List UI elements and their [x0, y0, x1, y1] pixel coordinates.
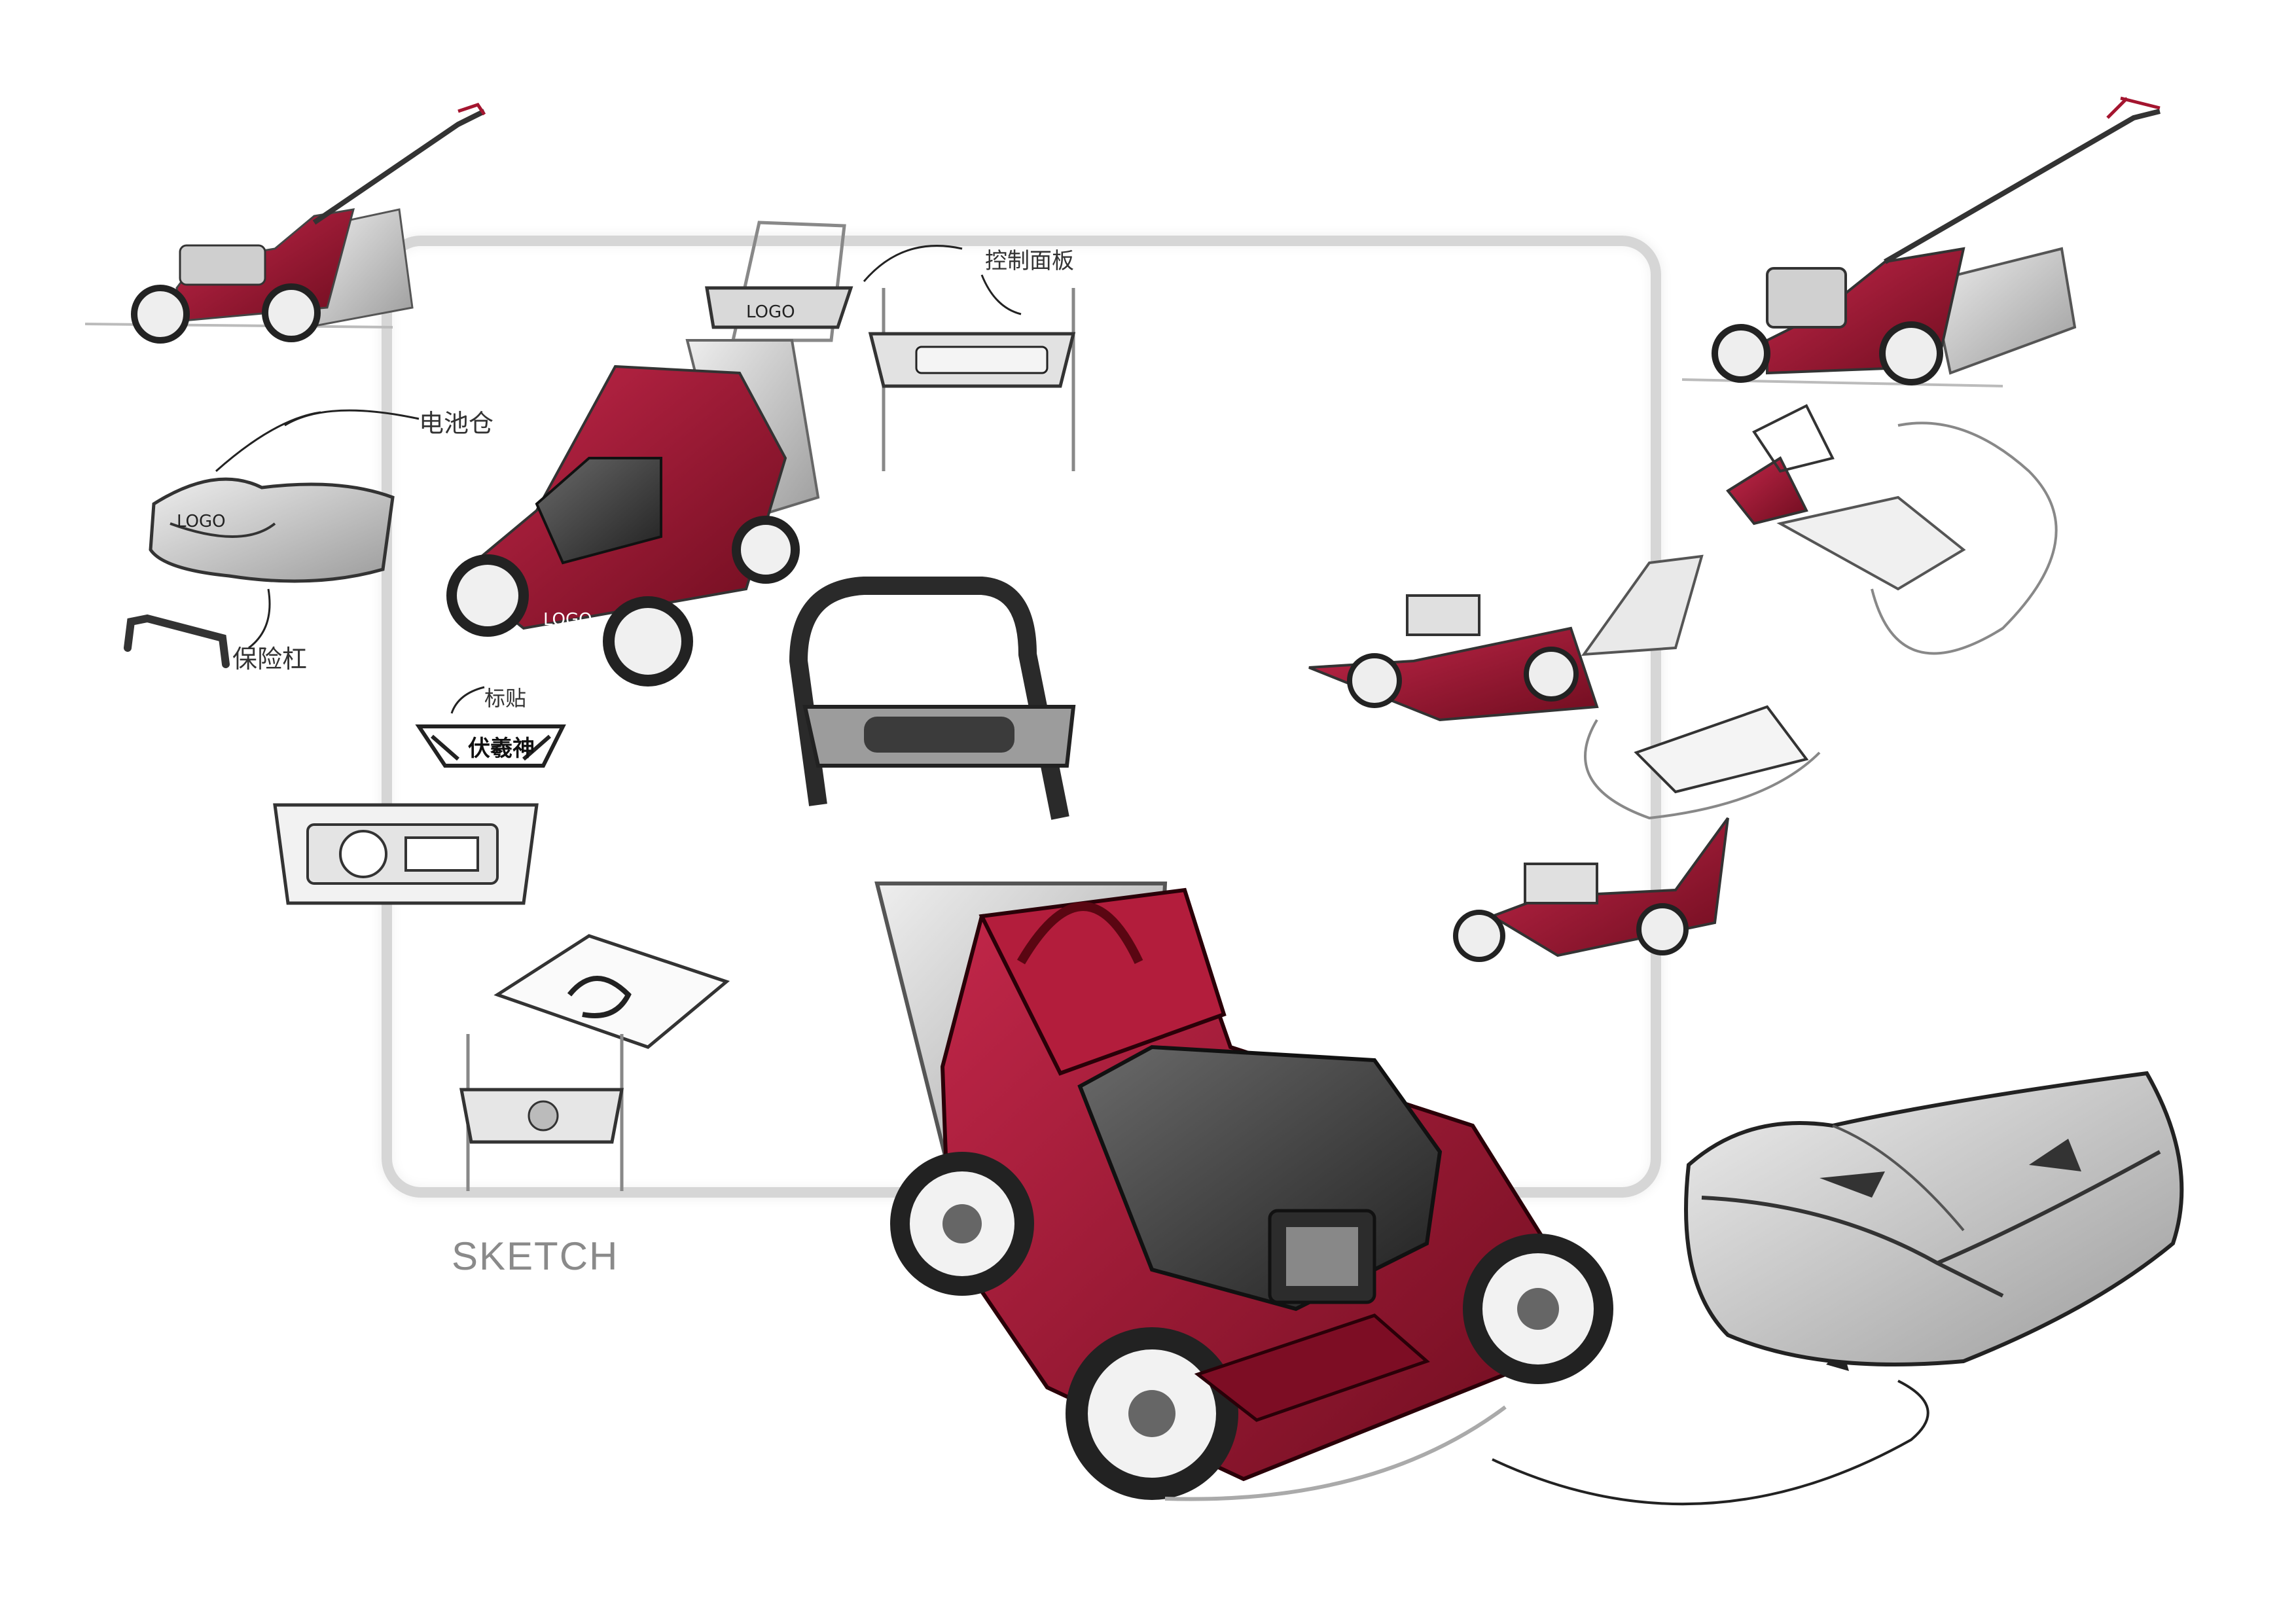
- control-panel-sketch: 控制面板: [863, 245, 1076, 471]
- handle-bracket-sketch: [459, 1034, 624, 1191]
- mower-side-top-right: [1681, 96, 2161, 387]
- control-panel-annotation: 控制面板: [985, 248, 1074, 274]
- battery-sketch-small: LOGO 电池仓: [149, 409, 493, 583]
- badge-sketch: 标贴 伏羲神: [415, 686, 566, 768]
- front-logo-text: LOGO: [543, 610, 592, 630]
- handle-logo-text: LOGO: [746, 302, 795, 322]
- main-mower-render: [789, 577, 1929, 1506]
- battery-render-large: [1684, 1071, 2184, 1366]
- right-detail-sketches: [1308, 404, 2058, 962]
- battery-annotation: 电池仓: [419, 409, 493, 438]
- bumper-annotation: 保险杠: [232, 645, 307, 673]
- battery-logo-text: LOGO: [177, 512, 226, 531]
- mower-three-quarter-sketch: LOGO LOGO: [446, 221, 853, 687]
- badge-text: 伏羲神: [468, 736, 535, 762]
- sketch-label: SKETCH: [452, 1234, 619, 1278]
- front-bumper-sketch: [273, 803, 539, 905]
- bumper-sketch: 保险杠: [124, 588, 307, 673]
- panel-sketch: [493, 934, 730, 1049]
- small-mower-top-left: [84, 103, 486, 344]
- badge-annotation: 标贴: [484, 686, 526, 711]
